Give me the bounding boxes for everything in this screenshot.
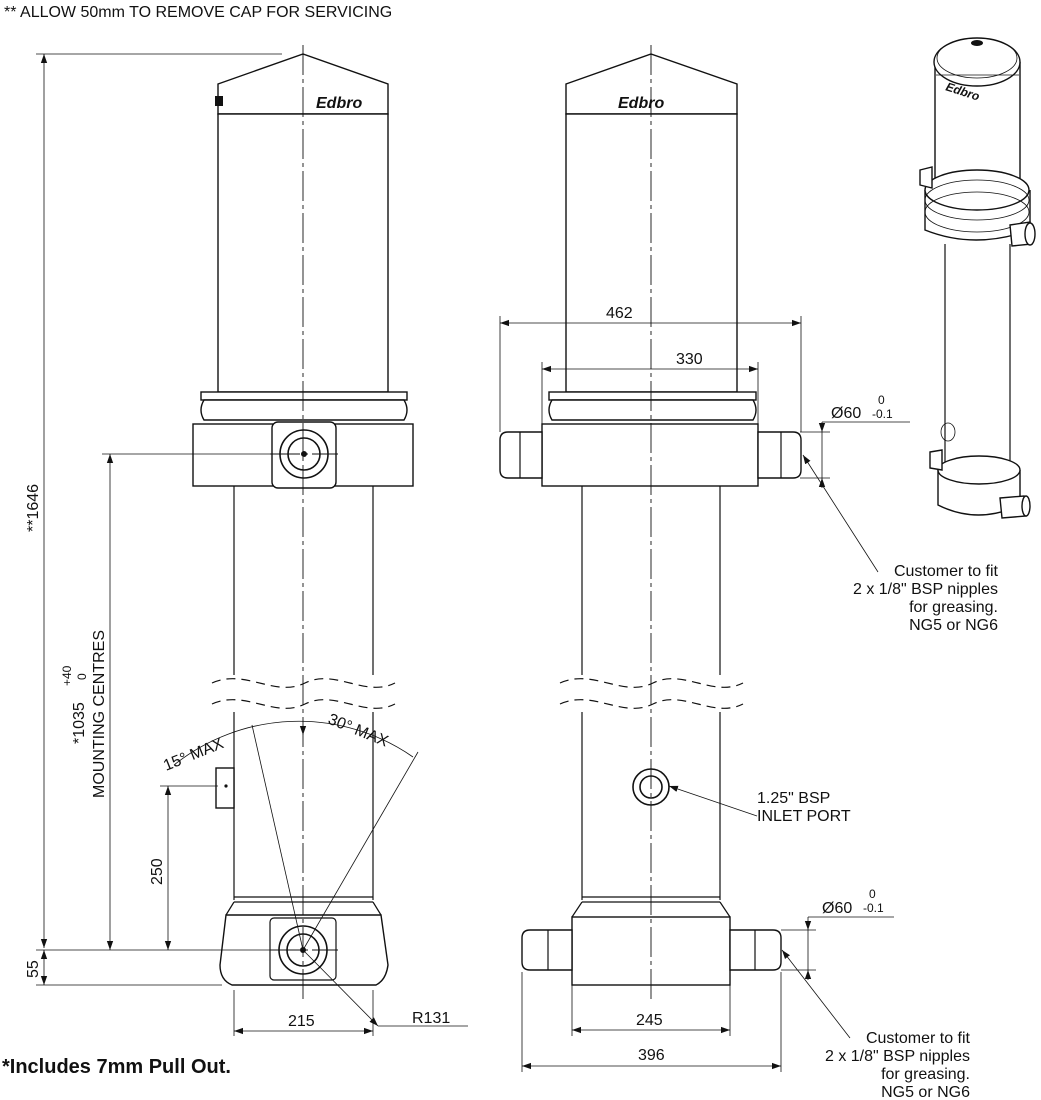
top-pin-tol-upper: 0: [878, 393, 885, 407]
header-note: ** ALLOW 50mm TO REMOVE CAP FOR SERVICIN…: [4, 4, 392, 21]
middle-left-pin: [499, 431, 543, 479]
angle-right-label: 30° MAX: [326, 711, 391, 751]
bottom-nipples-line-3: for greasing.: [881, 1066, 970, 1083]
bottom-pin-tol-lower: -0.1: [863, 901, 884, 915]
radius-label: R131: [412, 1010, 450, 1027]
top-nipples-line-1: Customer to fit: [894, 563, 999, 580]
middle-cap: [565, 53, 738, 115]
middle-upper-cylinder: [565, 113, 738, 393]
bottom-nipples-line-1: Customer to fit: [866, 1030, 971, 1047]
inlet-port-line-2: INLET PORT: [757, 808, 851, 825]
mounting-centres-tol-lower: 0: [75, 673, 89, 680]
left-side-port: [215, 767, 235, 809]
top-pin-dia-label: Ø60: [831, 405, 861, 422]
left-view: Edbro: [25, 45, 468, 1036]
top-nipples-line-2: 2 x 1/8" BSP nipples: [853, 581, 998, 598]
left-collar-ring: [200, 391, 408, 401]
bottom-block-width-label: 245: [636, 1012, 663, 1029]
bottom-pin-dia-label: Ø60: [822, 900, 852, 917]
left-collar-seal: [200, 399, 408, 421]
middle-right-pin: [757, 431, 802, 479]
top-pin-tol-lower: -0.1: [872, 407, 893, 421]
bottom-pin-tol-upper: 0: [869, 887, 876, 901]
top-nipples-note: Customer to fit 2 x 1/8" BSP nipples for…: [853, 563, 999, 634]
middle-cap-logo: Edbro: [618, 95, 664, 112]
inlet-port-line-1: 1.25" BSP: [757, 790, 830, 807]
top-trunnion-span-label: 462: [606, 305, 633, 322]
bottom-offset-label: 55: [25, 960, 42, 978]
collar-width-label: 330: [676, 351, 703, 368]
mounting-centres-value: *1035: [71, 702, 88, 744]
mounting-centres-label: MOUNTING CENTRES: [91, 630, 108, 798]
isometric-view: Edbro: [919, 37, 1036, 519]
footer-note: *Includes 7mm Pull Out.: [2, 1056, 231, 1078]
left-cap-logo: Edbro: [316, 95, 362, 112]
base-width-label: 215: [288, 1013, 315, 1030]
bottom-trunnion-span-label: 396: [638, 1047, 665, 1064]
port-height-label: 250: [149, 858, 166, 885]
top-nipples-line-4: NG5 or NG6: [909, 617, 998, 634]
bottom-nipples-note: Customer to fit 2 x 1/8" BSP nipples for…: [825, 1030, 971, 1100]
middle-view: Edbro 462: [499, 45, 999, 1100]
mounting-centres-tol-upper: +40: [60, 665, 74, 686]
bottom-nipples-line-2: 2 x 1/8" BSP nipples: [825, 1048, 970, 1065]
left-cap-marker: [215, 96, 223, 106]
top-nipples-line-3: for greasing.: [909, 599, 998, 616]
middle-trunnion-block: [541, 423, 759, 487]
left-cap: [217, 53, 389, 115]
overall-length-label: **1646: [25, 484, 42, 532]
bottom-nipples-line-4: NG5 or NG6: [881, 1084, 970, 1100]
